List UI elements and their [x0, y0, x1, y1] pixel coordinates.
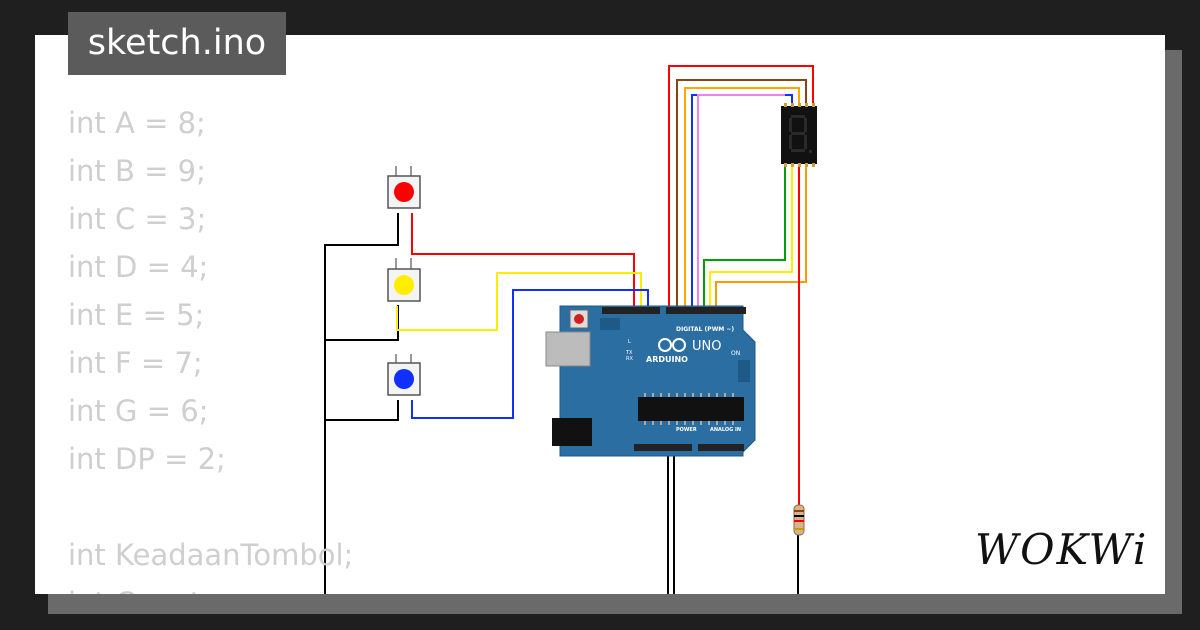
yellow-button-cap — [394, 275, 414, 295]
code-line: int B = 9; — [68, 154, 206, 188]
code-line: int Counter; — [68, 579, 353, 594]
arduino-logo-icon — [658, 338, 686, 352]
rx-led-label: RX — [626, 356, 633, 362]
code-line: int KeadaanTombol; — [68, 538, 354, 572]
analog-header-label: ANALOG IN — [710, 427, 741, 433]
circuit-diagram: UNO ARDUINO DIGITAL (PWM ~) POWER ANALOG… — [324, 65, 817, 594]
code-line: int A = 8; — [68, 106, 206, 140]
seven-segment-display[interactable] — [781, 103, 817, 167]
digital-header-label: DIGITAL (PWM ~) — [676, 326, 734, 333]
code-line: int E = 5; — [68, 298, 205, 332]
board-model: UNO — [692, 339, 721, 354]
push-button-blue[interactable] — [387, 354, 421, 396]
tx-led-label: TX — [625, 350, 633, 356]
display-wires — [668, 65, 814, 505]
code-line: int D = 4; — [68, 250, 209, 284]
push-button-red[interactable] — [387, 166, 421, 209]
code-line: int F = 7; — [68, 346, 203, 380]
code-preview: int A = 8; int B = 9; int C = 3; int D =… — [68, 99, 353, 594]
push-button-yellow[interactable] — [387, 258, 421, 302]
l-led-label: L — [628, 339, 631, 345]
resistor[interactable] — [793, 504, 805, 536]
on-led-label: ON — [731, 350, 740, 357]
button-wires — [396, 213, 649, 419]
code-line: int C = 3; — [68, 202, 207, 236]
wokwi-logo: WOKWi — [975, 525, 1149, 574]
board-brand: ARDUINO — [646, 355, 688, 364]
code-line: int G = 6; — [68, 394, 209, 428]
file-name-tab[interactable]: sketch.ino — [68, 12, 286, 75]
red-button-cap — [394, 182, 414, 202]
arduino-uno-board[interactable]: UNO ARDUINO DIGITAL (PWM ~) POWER ANALOG… — [545, 305, 756, 457]
code-line: int DP = 2; — [68, 442, 226, 476]
preview-card: UNO ARDUINO DIGITAL (PWM ~) POWER ANALOG… — [35, 35, 1165, 594]
code-line — [68, 483, 353, 531]
blue-button-cap — [394, 369, 414, 389]
power-header-label: POWER — [676, 427, 697, 433]
